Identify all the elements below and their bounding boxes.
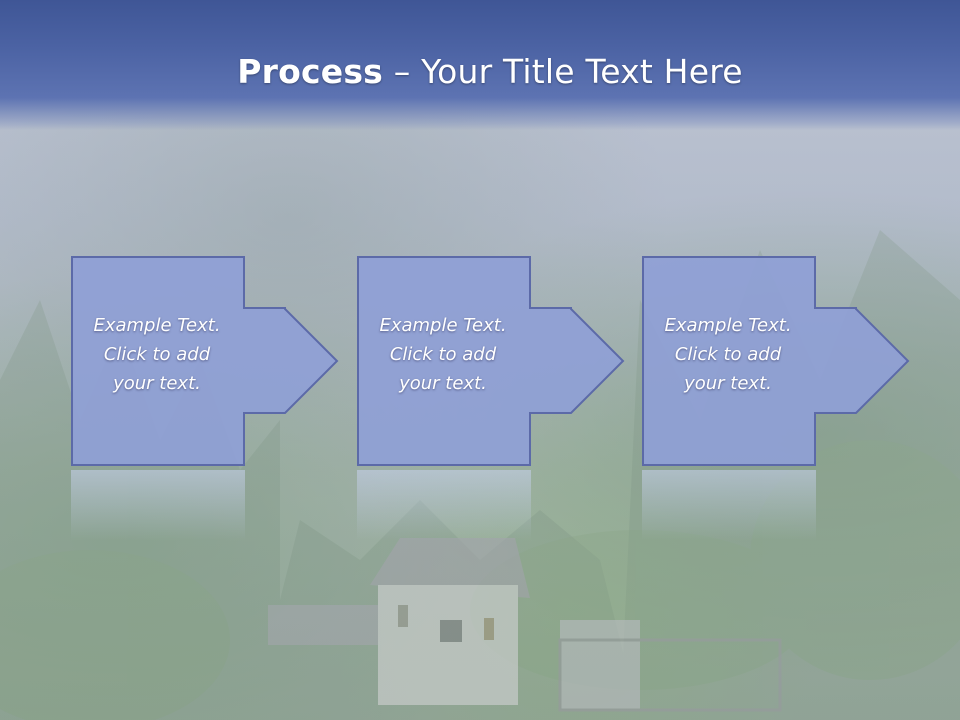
process-step-2[interactable]: Example Text. Click to add your text. [357,256,627,468]
title-rest-part: – Your Title Text Here [383,52,743,91]
slide-title[interactable]: Process – Your Title Text Here [0,52,960,91]
step-3-text: Example Text. Click to add your text. [664,315,792,394]
step-2-reflection [357,470,531,540]
process-step-1[interactable]: Example Text. Click to add your text. [71,256,341,468]
step-arrow-shape [357,256,625,466]
process-step-3[interactable]: Example Text. Click to add your text. [642,256,912,468]
title-bold-part: Process [237,52,384,91]
step-1-text: Example Text. Click to add your text. [93,315,221,394]
title-band [0,0,960,130]
step-3-reflection [642,470,816,540]
step-arrow-shape [71,256,339,466]
house-icon [268,538,782,712]
step-1-reflection [71,470,245,540]
step-2-text: Example Text. Click to add your text. [379,315,507,394]
step-arrow-shape [642,256,910,466]
